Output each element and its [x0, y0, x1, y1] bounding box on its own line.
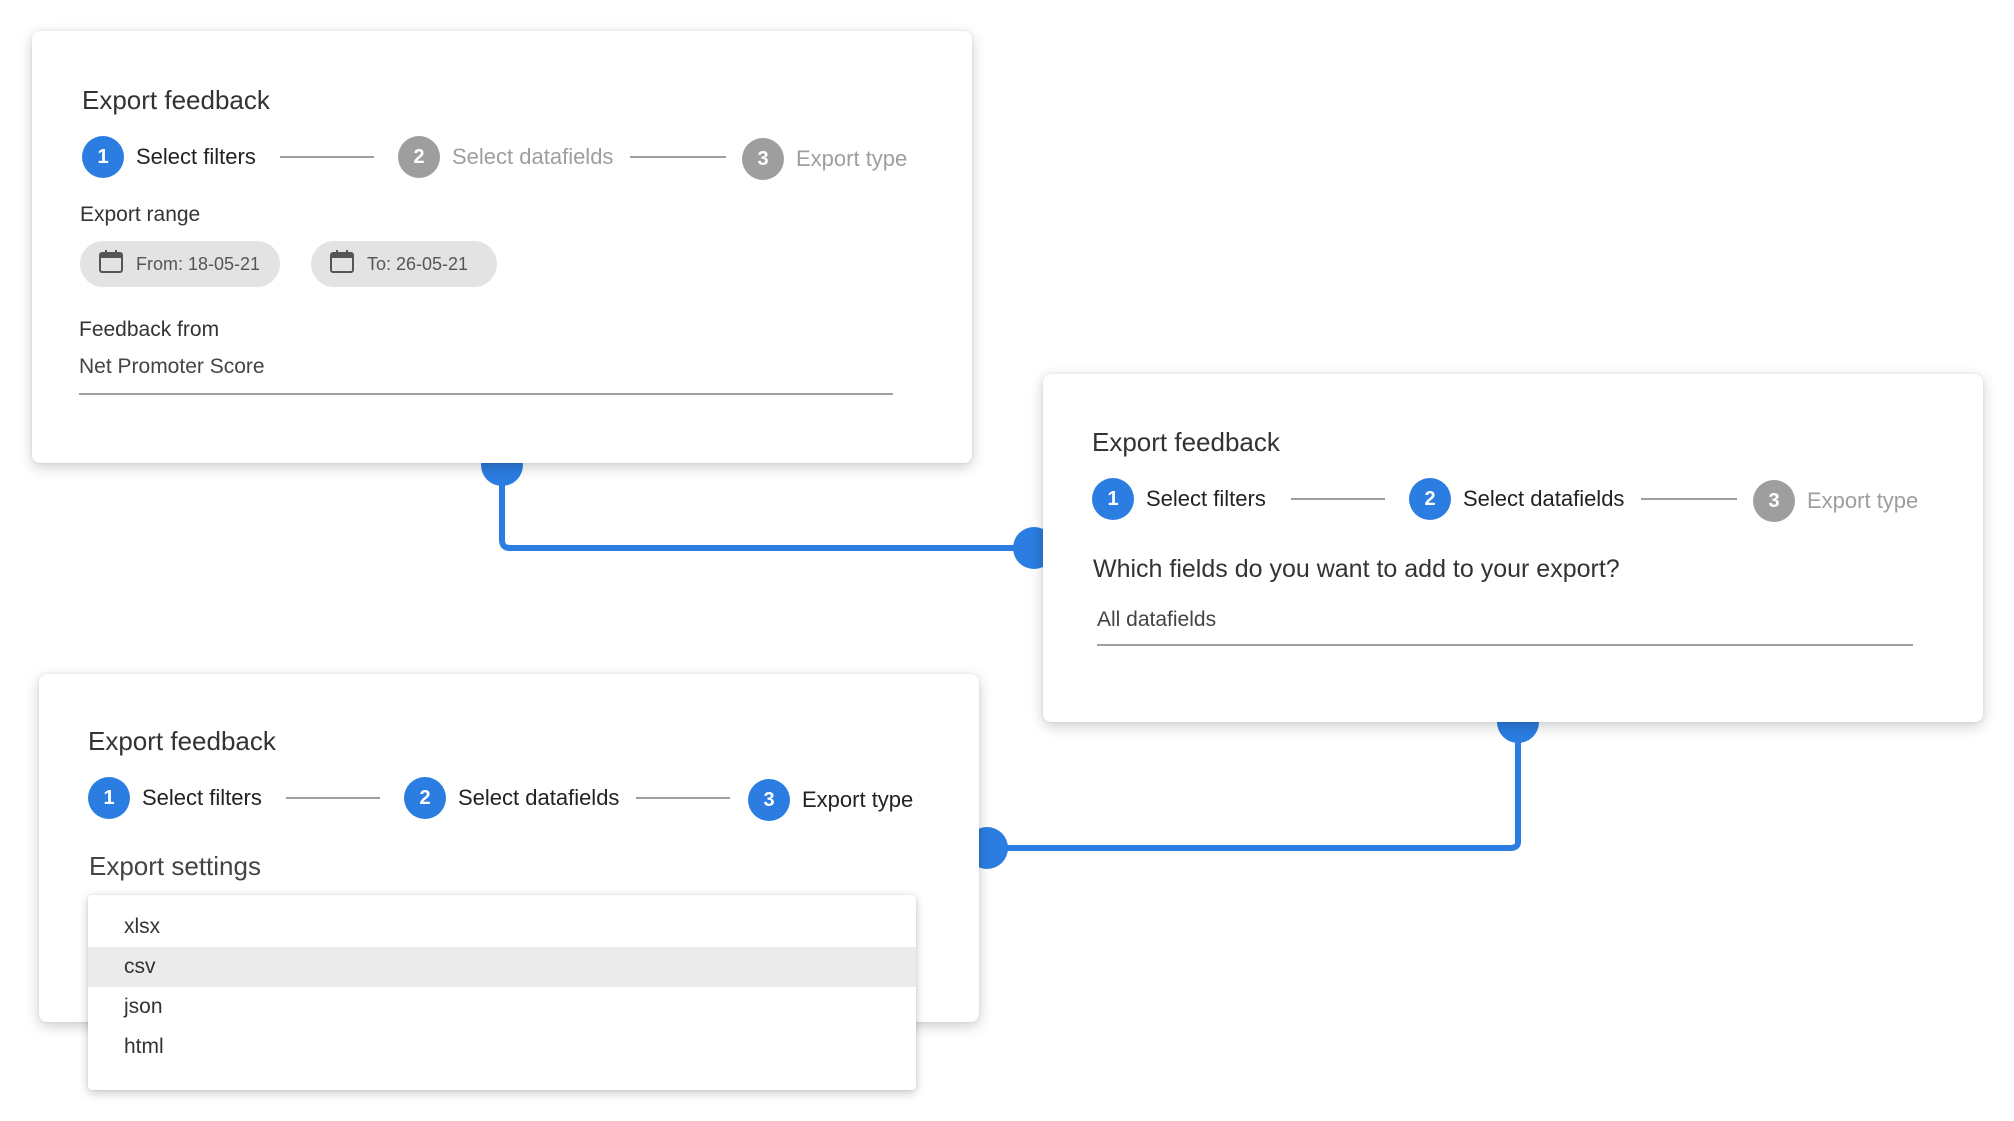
step-select-datafields[interactable]: 2 Select datafields — [404, 777, 619, 819]
step-label: Select datafields — [458, 785, 620, 810]
step-number-badge: 2 — [404, 777, 446, 819]
field-underline — [1097, 644, 1913, 646]
step-connector-line — [1291, 498, 1385, 500]
step-connector-line — [630, 156, 726, 158]
step-connector-line — [286, 797, 380, 799]
step-number-badge: 1 — [88, 777, 130, 819]
step-number-badge: 3 — [1753, 480, 1795, 522]
to-date-text: To: 26-05-21 — [367, 253, 469, 274]
to-date-chip[interactable]: To: 26-05-21 — [311, 241, 497, 287]
step-select-filters[interactable]: 1 Select filters — [82, 136, 256, 178]
step-export-type[interactable]: 3 Export type — [1753, 480, 1918, 522]
export-card-step1: Export feedback 1 Select filters 2 Selec… — [32, 31, 972, 463]
step-label: Select datafields — [452, 144, 614, 169]
step-label: Export type — [796, 146, 908, 171]
feedback-from-select[interactable]: Net Promoter Score — [79, 355, 265, 378]
card-title: Export feedback — [82, 85, 270, 115]
calendar-icon — [329, 249, 355, 280]
option-csv[interactable]: csv — [88, 947, 916, 987]
step-number-badge: 1 — [82, 136, 124, 178]
step-select-datafields[interactable]: 2 Select datafields — [1409, 478, 1624, 520]
export-settings-label: Export settings — [89, 851, 261, 881]
step-number-badge: 3 — [748, 779, 790, 821]
option-json[interactable]: json — [124, 995, 163, 1018]
step-export-type[interactable]: 3 Export type — [742, 138, 907, 180]
option-html[interactable]: html — [124, 1035, 164, 1058]
step-select-filters[interactable]: 1 Select filters — [88, 777, 262, 819]
export-range-label: Export range — [80, 203, 201, 226]
card-title: Export feedback — [88, 726, 276, 756]
feedback-from-label: Feedback from — [79, 318, 220, 341]
export-type-dropdown: xlsx csv json html — [88, 895, 916, 1090]
step-number-badge: 3 — [742, 138, 784, 180]
step-label: Select filters — [1146, 486, 1266, 511]
step-export-type[interactable]: 3 Export type — [748, 779, 913, 821]
step-label: Select filters — [142, 785, 262, 810]
step-number-badge: 2 — [1409, 478, 1451, 520]
card-title: Export feedback — [1092, 427, 1280, 457]
export-card-step2: Export feedback 1 Select filters 2 Selec… — [1043, 374, 1983, 722]
step-number-badge: 1 — [1092, 478, 1134, 520]
fields-question: Which fields do you want to add to your … — [1093, 555, 1620, 583]
step-connector-line — [1641, 498, 1737, 500]
step-connector-line — [280, 156, 374, 158]
calendar-icon — [98, 249, 124, 280]
from-date-text: From: 18-05-21 — [136, 253, 261, 274]
option-xlsx[interactable]: xlsx — [124, 915, 161, 938]
step-label: Export type — [802, 787, 914, 812]
field-underline — [79, 393, 893, 395]
datafields-select[interactable]: All datafields — [1097, 608, 1217, 631]
step-select-filters[interactable]: 1 Select filters — [1092, 478, 1266, 520]
step-connector-line — [636, 797, 730, 799]
from-date-chip[interactable]: From: 18-05-21 — [80, 241, 280, 287]
step-select-datafields[interactable]: 2 Select datafields — [398, 136, 613, 178]
step-label: Export type — [1807, 488, 1919, 513]
step-label: Select filters — [136, 144, 256, 169]
step-label: Select datafields — [1463, 486, 1625, 511]
step-number-badge: 2 — [398, 136, 440, 178]
